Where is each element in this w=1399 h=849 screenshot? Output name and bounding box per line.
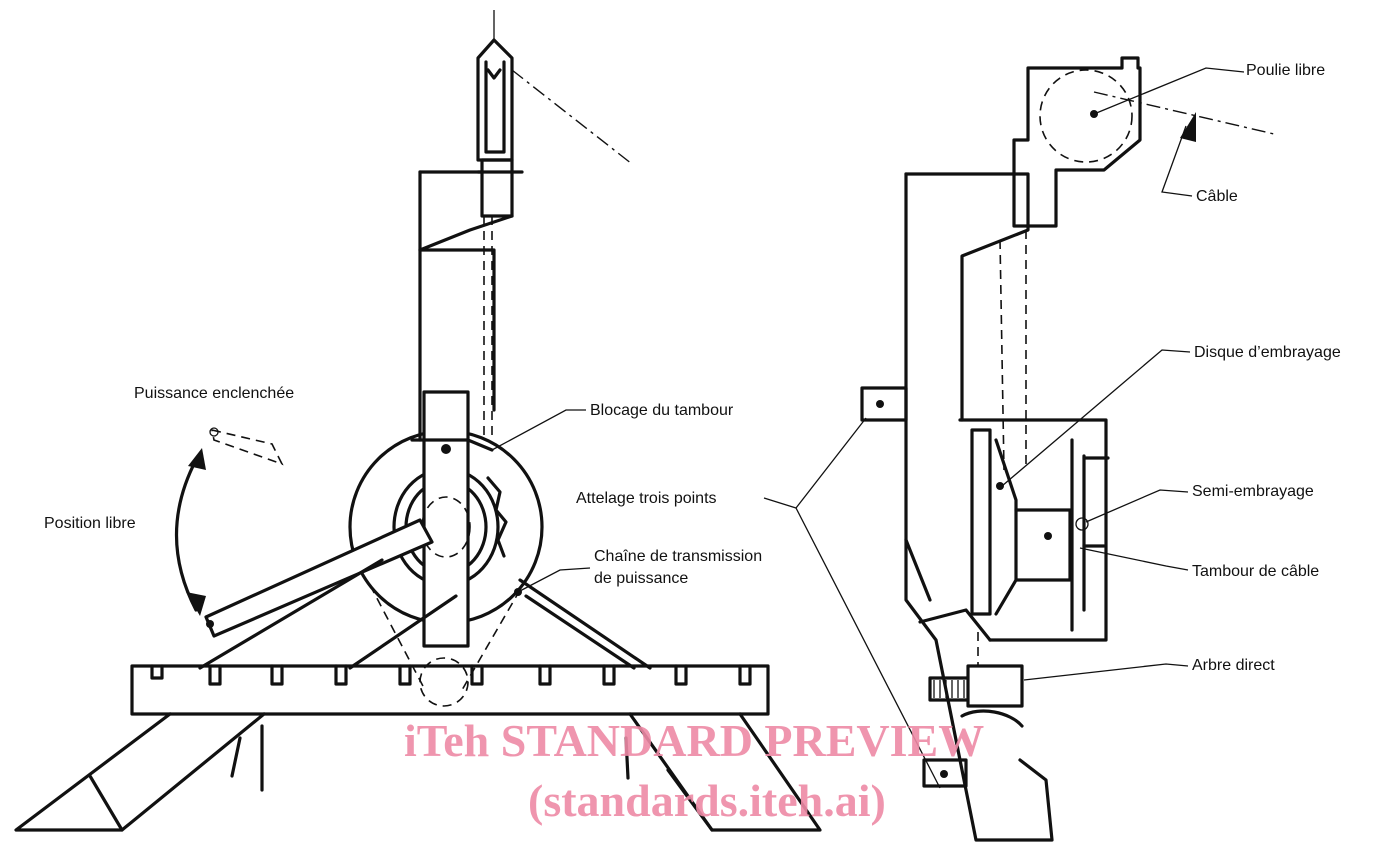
label-disque-embrayage: Disque d’embrayage <box>1194 344 1341 361</box>
label-arbre-direct: Arbre direct <box>1192 657 1275 674</box>
toothed-beam <box>130 664 770 716</box>
mast-guide <box>476 10 633 218</box>
drum-disc <box>348 390 544 648</box>
direct-shaft <box>928 664 1024 728</box>
skids <box>14 712 822 832</box>
label-poulie-libre: Poulie libre <box>1246 62 1326 79</box>
mast-column <box>418 170 514 442</box>
label-cable: Câble <box>1196 188 1238 205</box>
hand-lever <box>175 427 434 638</box>
watermark-line1: iTeh STANDARD PREVIEW <box>404 715 985 766</box>
label-semi-embrayage: Semi-embrayage <box>1192 483 1314 500</box>
a-frame <box>198 558 652 670</box>
label-puissance-enclenchee: Puissance enclenchée <box>134 385 295 402</box>
drum-housing <box>958 418 1110 680</box>
label-chaine-line2: de puissance <box>594 570 689 587</box>
label-chaine-line1: Chaîne de transmission <box>594 548 763 565</box>
leader-lines <box>491 67 1245 789</box>
watermark-line2: (standards.iteh.ai) <box>528 775 886 826</box>
side-view <box>860 56 1275 842</box>
side-frame <box>860 172 1054 842</box>
front-view <box>14 10 822 832</box>
label-tambour-de-cable: Tambour de câble <box>1192 563 1320 580</box>
label-blocage-du-tambour: Blocage du tambour <box>590 402 734 419</box>
label-attelage-trois-points: Attelage trois points <box>576 490 717 507</box>
pulley-housing <box>1012 56 1275 228</box>
label-position-libre: Position libre <box>44 515 136 532</box>
